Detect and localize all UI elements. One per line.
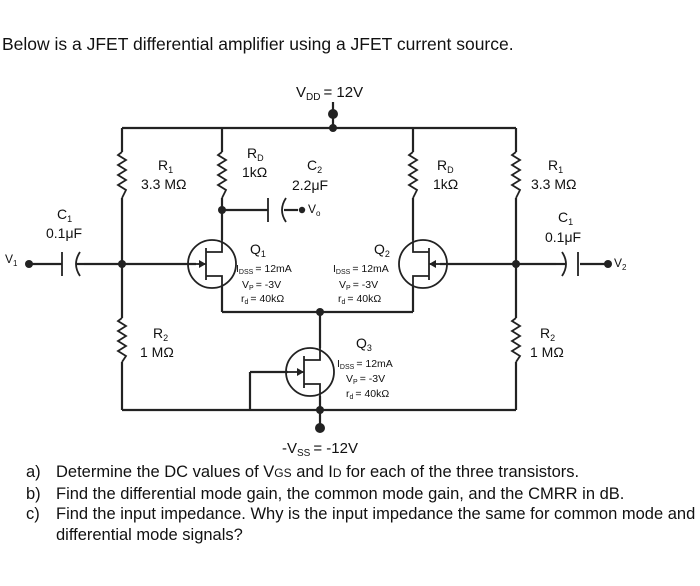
svg-text:IDSS= 12mA: IDSS= 12mA — [333, 263, 389, 276]
rd-left-value: 1kΩ — [242, 164, 267, 180]
r2-left-name: R2 — [153, 325, 168, 343]
question-b-letter: b) — [26, 484, 41, 503]
question-a: a) Determine the DC values of VGS and ID… — [26, 462, 696, 484]
resistor-r1-left — [116, 151, 128, 199]
r2-left-value: 1 MΩ — [140, 344, 174, 360]
resistor-r2-left — [116, 317, 128, 363]
question-b-text: Find the differential mode gain, the com… — [56, 484, 625, 503]
question-c-letter: c) — [26, 505, 40, 523]
svg-text:rd= 40kΩ: rd= 40kΩ — [346, 388, 389, 401]
resistor-rd-right — [407, 151, 419, 199]
q3-params: Q3 IDSS= 12mA VP= -3V rd= 40kΩ — [337, 335, 393, 401]
vo-terminal — [298, 206, 306, 214]
jfet-q1 — [187, 239, 237, 289]
c1-left-name: C1 — [57, 206, 72, 224]
question-a-letter: a) — [26, 463, 41, 481]
svg-text:VP= -3V: VP= -3V — [339, 279, 378, 292]
r1-left-value: 3.3 MΩ — [141, 176, 186, 192]
question-b: b) Find the differential mode gain, the … — [26, 484, 696, 505]
v2-terminal — [604, 260, 612, 268]
jfet-q3 — [285, 347, 335, 397]
question-a-text: Determine the DC values of VGS and ID fo… — [56, 463, 580, 481]
rd-right-value: 1kΩ — [433, 176, 458, 192]
svg-text:VP= -3V: VP= -3V — [346, 373, 385, 386]
wires — [30, 115, 608, 428]
circuit-diagram: VDD= 12V R1 3.3 MΩ RD 1kΩ C2 2.2μF Vo RD… — [5, 84, 627, 459]
v1-label: V1 — [5, 252, 18, 268]
r1-left-name: R1 — [158, 157, 173, 175]
c2-value: 2.2μF — [292, 177, 328, 193]
question-list: a) Determine the DC values of VGS and ID… — [26, 462, 696, 545]
c1-right-name: C1 — [558, 209, 573, 227]
svg-text:VP= -3V: VP= -3V — [242, 279, 281, 292]
resistor-r1-right — [510, 151, 522, 199]
q2-params: Q2 IDSS= 12mA VP= -3V rd= 40kΩ — [333, 241, 390, 306]
question-c: c) Find the input impedance. Why is the … — [26, 504, 696, 545]
r2-right-name: R2 — [540, 325, 555, 343]
v2-label: V2 — [614, 256, 627, 272]
svg-text:IDSS= 12mA: IDSS= 12mA — [236, 263, 292, 276]
vdd-label: VDD= 12V — [296, 84, 363, 103]
capacitor-c2 — [267, 197, 287, 223]
vdd-terminal — [328, 102, 338, 119]
c1-left-value: 0.1μF — [46, 225, 82, 241]
v1-terminal — [25, 260, 33, 268]
vss-terminal — [315, 423, 325, 433]
svg-text:rd= 40kΩ: rd= 40kΩ — [241, 293, 284, 306]
jfet-q2 — [398, 239, 448, 289]
rd-right-name: RD — [437, 157, 454, 175]
capacitor-c1-right — [556, 251, 579, 277]
resistor-rd-left — [216, 151, 228, 199]
svg-text:Q3: Q3 — [356, 335, 372, 353]
capacitor-c1-left — [60, 251, 84, 277]
r1-right-value: 3.3 MΩ — [531, 176, 576, 192]
svg-text:Q2: Q2 — [374, 241, 390, 259]
svg-text:Q1: Q1 — [250, 241, 266, 259]
c1-right-value: 0.1μF — [545, 229, 581, 245]
svg-text:rd= 40kΩ: rd= 40kΩ — [338, 293, 381, 306]
vss-label: -VSS= -12V — [282, 440, 358, 459]
vo-label: Vo — [308, 202, 321, 218]
r2-right-value: 1 MΩ — [530, 344, 564, 360]
q1-params: Q1 IDSS= 12mA VP= -3V rd= 40kΩ — [236, 241, 292, 306]
rd-left-name: RD — [247, 145, 264, 163]
svg-text:IDSS= 12mA: IDSS= 12mA — [337, 358, 393, 371]
question-c-text: Find the input impedance. Why is the inp… — [56, 505, 696, 544]
c2-name: C2 — [307, 157, 322, 175]
resistor-r2-right — [510, 317, 522, 363]
problem-intro: Below is a JFET differential amplifier u… — [2, 34, 514, 54]
r1-right-name: R1 — [548, 157, 563, 175]
junction-dots — [25, 124, 612, 414]
